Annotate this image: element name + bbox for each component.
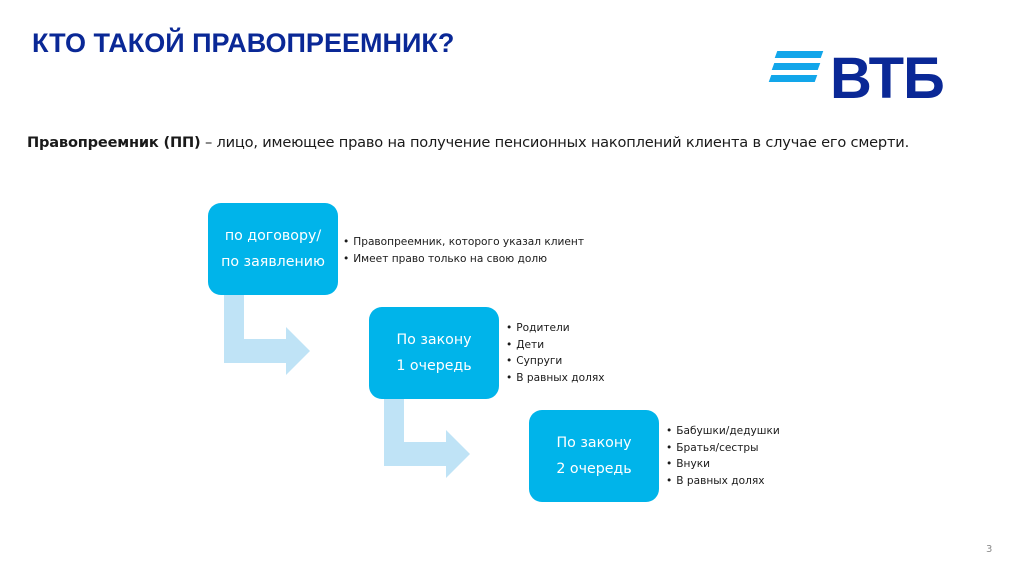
step-bullets: Правопреемник, которого указал клиент Им… — [343, 234, 584, 267]
step-bullets: Родители Дети Супруги В равных долях — [506, 320, 605, 387]
vtb-logo: ВТБ — [768, 48, 958, 118]
step-label-line2: по заявлению — [221, 254, 325, 270]
page-number: 3 — [986, 544, 993, 555]
bullet-item: Супруги — [506, 353, 605, 370]
definition-body: – лицо, имеющее право на получение пенси… — [200, 134, 910, 151]
step-bullets: Бабушки/дедушки Братья/сестры Внуки В ра… — [666, 423, 780, 489]
step-box-contract: по договору/ по заявлению — [208, 203, 338, 295]
definition-text: Правопреемник (ПП) – лицо, имеющее право… — [27, 134, 909, 151]
bullet-item: Бабушки/дедушки — [666, 423, 780, 440]
bullet-item: В равных долях — [506, 370, 604, 387]
step-label-line2: 2 очередь — [556, 461, 632, 477]
bullet-item: Дети — [506, 337, 605, 354]
bullet-item: Имеет право только на свою долю — [343, 251, 584, 268]
definition-term: Правопреемник (ПП) — [27, 134, 201, 151]
slide-title: КТО ТАКОЙ ПРАВОПРЕЕМНИК? — [32, 28, 455, 58]
bullet-item: Родители — [506, 320, 605, 337]
bullet-item: Правопреемник, которого указал клиент — [343, 234, 584, 251]
bullet-item: В равных долях — [666, 473, 780, 490]
logo-wordmark: ВТБ — [830, 46, 945, 111]
bullet-item: Братья/сестры — [666, 440, 780, 457]
step-box-law-2: По закону 2 очередь — [529, 410, 659, 502]
step-label-line2: 1 очередь — [396, 358, 472, 374]
step-label-line1: По закону — [556, 435, 632, 451]
step-label-line1: по договору/ — [224, 228, 322, 244]
step-box-law-1: По закону 1 очередь — [369, 307, 499, 399]
step-label-line1: По закону — [396, 332, 472, 348]
arrow-icon — [384, 398, 470, 478]
bullet-item: Внуки — [666, 456, 780, 473]
arrow-icon — [224, 295, 310, 375]
